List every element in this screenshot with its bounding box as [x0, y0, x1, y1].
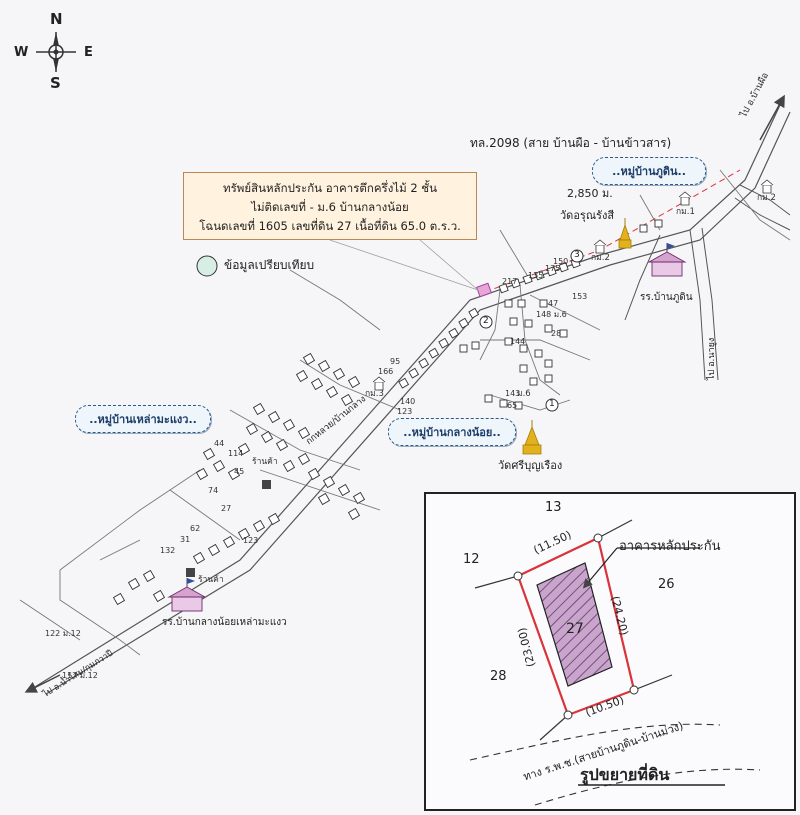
house-number: 150: [553, 257, 569, 266]
compass-north-label: N: [50, 10, 63, 28]
house-number: 62: [190, 524, 201, 533]
marker-3-label: 3: [574, 250, 580, 260]
house-number: 143: [505, 389, 521, 398]
house-number: 31: [180, 535, 191, 544]
house-number: 123: [397, 407, 413, 416]
callout-line-2: ไม่ติดเลขที่ - ม.6 บ้านกลางน้อย: [251, 200, 409, 214]
comparison-markers: [479, 249, 584, 412]
houses: [112, 219, 663, 606]
school-icon: [647, 243, 687, 277]
collateral-building: [536, 562, 613, 687]
compass-south-label: S: [50, 74, 61, 92]
house-number: 27: [221, 504, 232, 513]
temple-label-2: วัดศรีบุญเรือง: [498, 459, 563, 472]
temple-icon: [618, 218, 632, 249]
school-label-phudin: รร.บ้านภูดิน: [640, 292, 693, 303]
house-number: 95: [390, 357, 401, 366]
house-number: 74: [208, 486, 219, 495]
house-number: 45: [234, 467, 245, 476]
distance-label: 2,850 ม.: [567, 187, 613, 200]
shop-marker-1: [262, 480, 271, 489]
inset-parcel-number: 27: [566, 621, 584, 637]
inset-neighbour-lines: [474, 519, 673, 741]
shop-marker-2: [186, 568, 195, 577]
comparison-label: ข้อมูลเปรียบเทียบ: [224, 258, 315, 272]
village-bubble-phudin: ..หมู่บ้านภูดิน..: [592, 157, 706, 185]
house-number: 122 ม.12: [45, 629, 81, 638]
school-label-lao: รร.บ้านกลางน้อยเหล่ามะแงว: [162, 617, 287, 628]
house-number: 175: [545, 264, 561, 273]
marker-2-label: 2: [483, 316, 489, 326]
house-number: 132: [160, 546, 176, 555]
village-bubble-klang: ..หมู่บ้านกลางน้อย..: [388, 418, 516, 446]
southeast-road: [624, 184, 791, 381]
house-number: 135: [528, 271, 544, 280]
house-number: 47: [548, 299, 559, 308]
house-number: 44: [214, 439, 225, 448]
collateral-callout: ทรัพย์สินหลักประกัน อาคารตึกครึ่งไม้ 2 ช…: [183, 172, 477, 240]
direction-se-label: ไป อ.นายูง: [707, 337, 717, 380]
km1-label: กม.1: [676, 207, 695, 217]
highway-label: ทล.2098 (สาย บ้านผือ - บ้านข้าวสาร): [470, 136, 672, 150]
school-icon-2: [167, 578, 207, 612]
house-number: 117 ม.12: [62, 671, 98, 680]
compass-west-label: W: [14, 45, 29, 60]
subject-property-marker: [476, 282, 492, 298]
marker-1-label: 1: [549, 399, 555, 409]
house-number: 148 ม.6: [536, 310, 567, 319]
village-bubble-lao: ..หมู่บ้านเหล่ามะแงว..: [75, 405, 211, 433]
shop-label-1: ร้านค้า: [252, 457, 278, 467]
house-number: 123: [243, 536, 259, 545]
house-number: 153: [572, 292, 588, 301]
inset-title: รูปขยายที่ดิน: [580, 765, 670, 784]
inset-frame: [424, 492, 796, 811]
compass-rose: [36, 32, 76, 72]
comparison-icon: [196, 255, 218, 277]
km2-label-a: กม.2: [757, 193, 776, 203]
inset-south-parcel: 28: [490, 669, 507, 684]
temple-label-1: วัดอรุณรังสี: [560, 209, 615, 222]
km-post-icons: [372, 179, 774, 391]
inset-building-label: อาคารหลักประกัน: [619, 539, 721, 554]
main-highway: [29, 104, 791, 695]
m6-label: ม.6: [517, 389, 531, 399]
temple-icon-2: [522, 420, 542, 455]
inset-west-parcel: 12: [463, 552, 480, 567]
house-number: 65: [507, 401, 518, 410]
km2-label-b: กม.2: [591, 253, 610, 263]
shop-label-2: ร้านค้า: [198, 575, 224, 585]
house-number: 28: [551, 329, 562, 338]
house-number: 114: [228, 449, 244, 458]
callout-line-1: ทรัพย์สินหลักประกัน อาคารตึกครึ่งไม้ 2 ช…: [223, 181, 437, 195]
inset-north-parcel: 13: [545, 500, 562, 515]
compass-east-label: E: [84, 45, 93, 60]
km3-label: กม.3: [365, 389, 384, 399]
inset-east-parcel: 26: [658, 577, 675, 592]
house-number: 217: [502, 277, 518, 286]
house-number: 144: [510, 337, 526, 346]
house-number: 140: [400, 397, 416, 406]
callout-line-3: โฉนดเลขที่ 1605 เลขที่ดิน 27 เนื้อที่ดิน…: [199, 219, 461, 233]
house-number: 166: [378, 367, 394, 376]
callout-pointer: [329, 239, 479, 291]
